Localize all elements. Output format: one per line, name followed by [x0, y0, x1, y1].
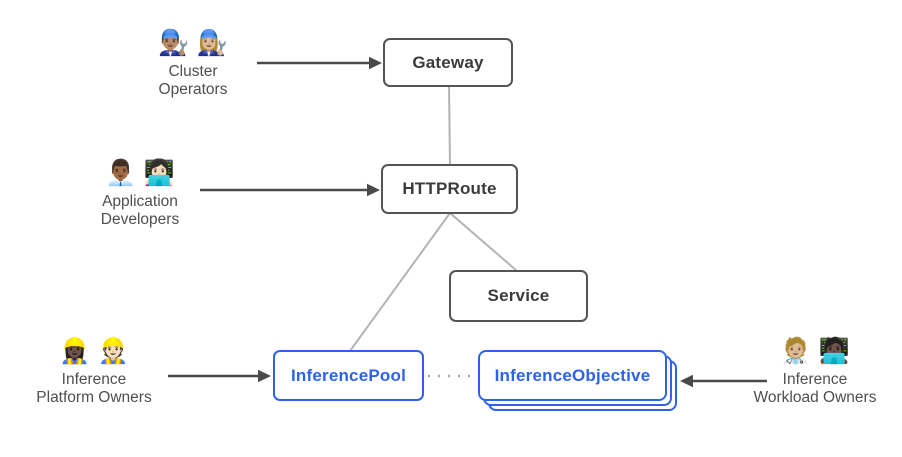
edge-httproute-service: [449, 212, 518, 272]
persona-application-developers: 👨🏾‍💼 👩🏻‍💻 Application Developers: [60, 157, 220, 229]
inference-pool-node: InferencePool: [273, 350, 424, 401]
gateway-label: Gateway: [412, 52, 484, 72]
arrow-head: [367, 183, 380, 197]
arrow-head: [680, 374, 693, 388]
arrow-head: [369, 56, 382, 70]
inference-objective-label: InferenceObjective: [494, 365, 651, 385]
inference-objective-node: InferenceObjective: [478, 350, 667, 401]
service-node: Service: [449, 270, 588, 322]
service-label: Service: [487, 286, 550, 305]
cluster-operators-icon: 👨🏽‍🔧 👩🏼‍🔧: [158, 29, 228, 57]
arrow-platform-owners-to-inferencepool: [168, 369, 271, 383]
application-developers-label: Application Developers: [100, 193, 180, 228]
cluster-operators-label: Cluster Operators: [158, 63, 228, 98]
persona-cluster-operators: 👨🏽‍🔧 👩🏼‍🔧 Cluster Operators: [113, 27, 273, 99]
persona-inference-platform-owners: 👷🏿‍♀️ 👷🏻 Inference Platform Owners: [14, 335, 174, 407]
inference-pool-label: InferencePool: [290, 365, 407, 385]
arrow-head: [258, 369, 271, 383]
httproute-label: HTTPRoute: [402, 179, 497, 198]
arrow-application-developers-to-httproute: [200, 183, 380, 197]
inference-platform-owners-icon: 👷🏿‍♀️ 👷🏻: [59, 337, 129, 365]
inference-platform-owners-label: Inference Platform Owners: [36, 371, 152, 406]
persona-inference-workload-owners: 🧑🏼‍⚕️ 🧑🏿‍💻 Inference Workload Owners: [735, 335, 895, 407]
inference-objective-stack: InferenceObjective: [478, 350, 677, 411]
gateway-node: Gateway: [383, 38, 513, 87]
httproute-node: HTTPRoute: [381, 164, 518, 214]
inference-workload-owners-icon: 🧑🏼‍⚕️ 🧑🏿‍💻: [780, 337, 850, 365]
edge-httproute-inferencepool: [349, 212, 451, 352]
inference-workload-owners-label: Inference Workload Owners: [753, 371, 877, 406]
arrow-cluster-operators-to-gateway: [257, 56, 382, 70]
application-developers-icon: 👨🏾‍💼 👩🏻‍💻: [105, 159, 175, 187]
arrow-workload-owners-to-inferenceobjective: [680, 374, 767, 388]
edge-gateway-httproute: [448, 85, 451, 166]
